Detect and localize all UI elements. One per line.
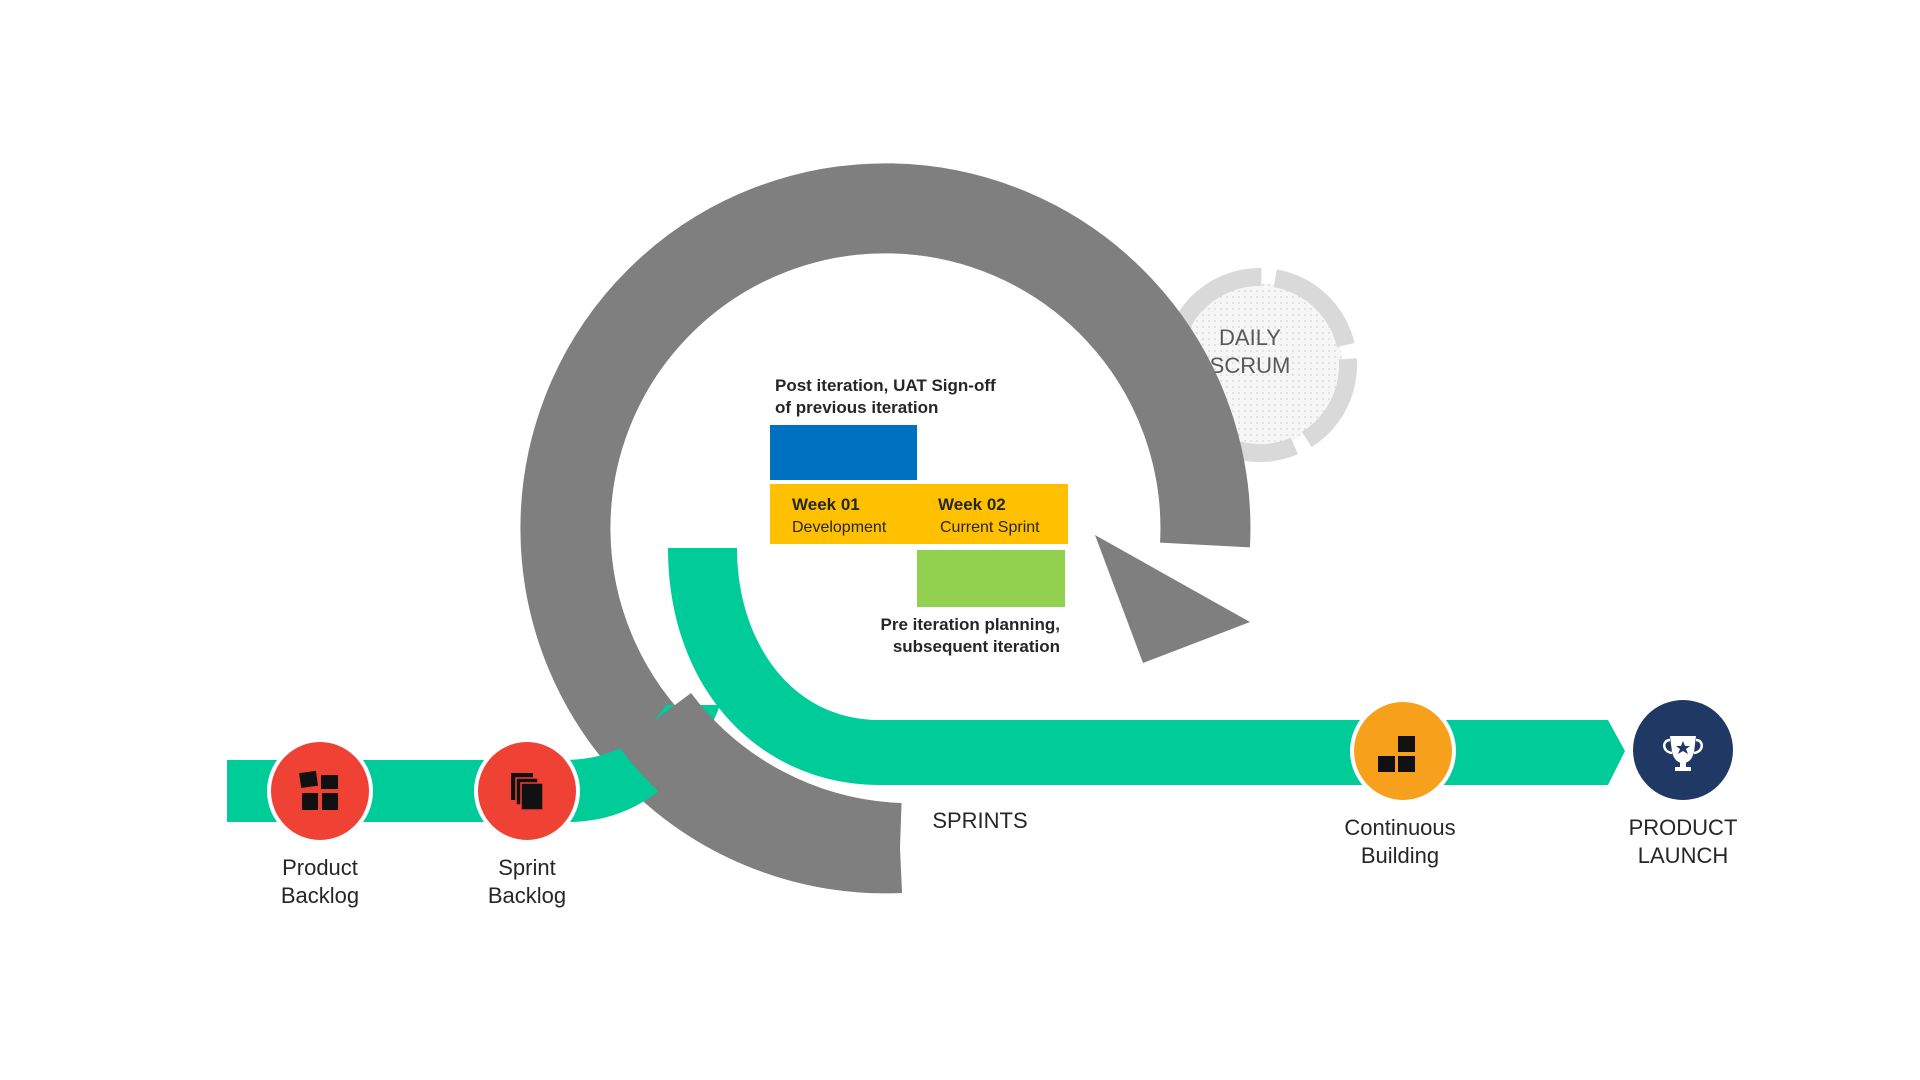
product-launch-label-line1: PRODUCT bbox=[1629, 815, 1738, 840]
week-01-title: Week 01 bbox=[792, 495, 860, 514]
continuous-building-label-line2: Building bbox=[1361, 843, 1439, 868]
post-iteration-block bbox=[770, 425, 917, 480]
product-backlog-node: Product Backlog bbox=[267, 738, 373, 908]
sprint-backlog-label-line2: Backlog bbox=[488, 883, 566, 908]
trophy-icon bbox=[1663, 736, 1703, 771]
sprint-backlog-label-line1: Sprint bbox=[498, 855, 555, 880]
sprint-cycle-overlap bbox=[618, 692, 903, 893]
daily-scrum-label-line1: DAILY bbox=[1219, 325, 1281, 350]
continuous-building-node: Continuous Building bbox=[1344, 698, 1456, 868]
sprint-backlog-node: Sprint Backlog bbox=[474, 738, 580, 908]
product-backlog-circle bbox=[267, 738, 373, 844]
pre-iteration-text-line2: subsequent iteration bbox=[893, 637, 1060, 656]
iteration-blocks: Post iteration, UAT Sign-off of previous… bbox=[770, 376, 1068, 656]
pre-iteration-block bbox=[917, 550, 1065, 607]
product-backlog-label-line1: Product bbox=[282, 855, 358, 880]
windows-blocks-icon bbox=[299, 770, 338, 810]
post-iteration-text-line1: Post iteration, UAT Sign-off bbox=[775, 376, 996, 395]
week-01-subtitle: Development bbox=[792, 519, 887, 536]
pre-iteration-text-line1: Pre iteration planning, bbox=[881, 615, 1060, 634]
sprints-label: SPRINTS bbox=[932, 808, 1027, 833]
week-02-title: Week 02 bbox=[938, 495, 1006, 514]
product-backlog-label-line2: Backlog bbox=[281, 883, 359, 908]
product-launch-node: PRODUCT LAUNCH bbox=[1629, 700, 1738, 868]
post-iteration-text-line2: of previous iteration bbox=[775, 398, 938, 417]
stacked-pages-icon bbox=[511, 773, 544, 811]
continuous-building-label-line1: Continuous bbox=[1344, 815, 1455, 840]
sprint-cycle-arrowhead bbox=[1095, 535, 1250, 663]
week-02-subtitle: Current Sprint bbox=[940, 519, 1040, 536]
product-launch-label-line2: LAUNCH bbox=[1638, 843, 1728, 868]
sprint-weeks-block bbox=[770, 484, 1068, 544]
stacked-blocks-icon bbox=[1378, 731, 1415, 772]
daily-scrum-label-line2: SCRUM bbox=[1210, 353, 1291, 378]
